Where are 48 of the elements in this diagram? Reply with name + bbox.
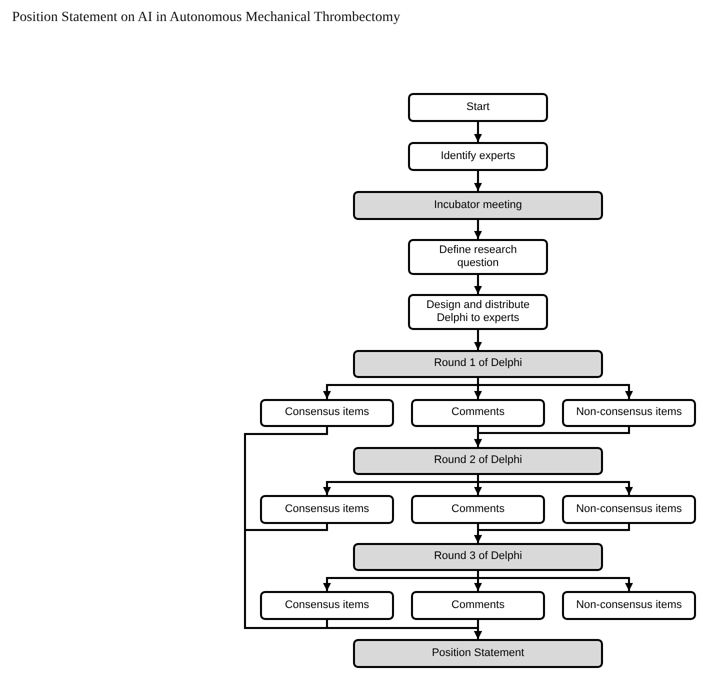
box-label: Position Statement bbox=[432, 646, 524, 660]
process-box bbox=[260, 591, 394, 620]
process-box bbox=[408, 93, 548, 122]
box-label: Start bbox=[466, 100, 490, 114]
process-box bbox=[562, 399, 696, 427]
process-box bbox=[411, 591, 545, 620]
box-label: Identify experts bbox=[440, 150, 516, 164]
arrow bbox=[474, 330, 482, 350]
process-box bbox=[562, 495, 696, 524]
box-label: Non-consensus items bbox=[576, 598, 682, 612]
process-box bbox=[562, 591, 696, 620]
box-label: Design and distribute Delphi to experts bbox=[425, 298, 531, 326]
process-box bbox=[411, 495, 545, 524]
box-label: Consensus items bbox=[284, 502, 370, 516]
process-box bbox=[411, 399, 545, 427]
process-box bbox=[260, 399, 394, 427]
process-box bbox=[408, 239, 548, 275]
arrow bbox=[474, 220, 482, 239]
arrow bbox=[474, 171, 482, 191]
phase-box bbox=[353, 543, 603, 571]
arrow bbox=[477, 571, 633, 591]
box-label: Define research question bbox=[438, 244, 518, 270]
box-label: Comments bbox=[451, 502, 505, 516]
process-box bbox=[260, 495, 394, 524]
arrow bbox=[477, 378, 633, 399]
arrow bbox=[474, 275, 482, 294]
phase-box bbox=[353, 447, 603, 475]
box-label: Consensus items bbox=[284, 598, 370, 612]
box-label: Round 3 of Delphi bbox=[434, 550, 522, 564]
phase-box bbox=[353, 350, 603, 378]
box-label: Non-consensus items bbox=[576, 406, 682, 420]
arrow bbox=[474, 427, 630, 447]
process-box bbox=[408, 294, 548, 330]
box-label: Round 1 of Delphi bbox=[434, 357, 522, 371]
box-label: Consensus items bbox=[284, 406, 370, 420]
phase-box bbox=[353, 191, 603, 220]
arrow bbox=[474, 620, 482, 639]
box-label: Incubator meeting bbox=[434, 198, 522, 212]
arrow bbox=[477, 475, 633, 495]
arrow bbox=[474, 122, 482, 142]
process-box bbox=[408, 142, 548, 171]
box-label: Comments bbox=[451, 598, 505, 612]
title: Position Statement on AI in Autonomous Mechanical Thrombectomy bbox=[12, 10, 400, 26]
box-label: Round 2 of Delphi bbox=[434, 454, 522, 468]
box-label: Non-consensus items bbox=[576, 502, 682, 516]
box-label: Comments bbox=[451, 406, 505, 420]
phase-box bbox=[353, 639, 603, 668]
arrow bbox=[474, 524, 630, 543]
